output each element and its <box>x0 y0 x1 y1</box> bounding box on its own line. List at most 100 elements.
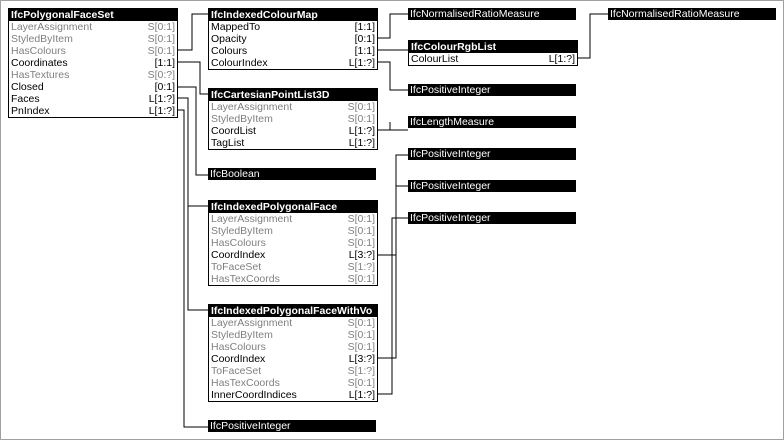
entity-title: IfcIndexedPolygonalFace <box>209 201 377 213</box>
attribute-name: HasColours <box>11 45 66 57</box>
attribute-name: CoordIndex <box>211 249 266 261</box>
attribute-name: HasTextures <box>11 69 70 81</box>
attribute-name: PnIndex <box>11 105 50 117</box>
attribute-name: Closed <box>11 81 44 93</box>
attribute-name: CoordList <box>211 125 256 137</box>
attribute-row[interactable]: HasColours S[0:1] <box>209 237 377 249</box>
attribute-name: StyledByItem <box>211 113 273 125</box>
attribute-name: InnerCoordIndices <box>211 389 297 401</box>
attribute-cardinality: S[1:?] <box>347 365 375 377</box>
attribute-cardinality: [0:1] <box>354 33 375 45</box>
attribute-row[interactable]: ColourIndex L[1:?] <box>209 57 377 69</box>
attribute-name: ToFaceSet <box>211 365 262 377</box>
type-positive-integer[interactable]: IfcPositiveInteger <box>208 420 376 432</box>
type-positive-integer[interactable]: IfcPositiveInteger <box>408 84 576 96</box>
attribute-cardinality: S[0:1] <box>147 21 175 33</box>
attribute-name: MappedTo <box>211 21 261 33</box>
attribute-name: StyledByItem <box>211 329 273 341</box>
entity-indexed-polygonal-face-with-voids[interactable]: IfcIndexedPolygonalFaceWithVo LayerAssig… <box>208 304 378 402</box>
attribute-name: Coordinates <box>11 57 68 69</box>
type-normalised-ratio-measure[interactable]: IfcNormalisedRatioMeasure <box>408 8 576 20</box>
attribute-row[interactable]: Closed[0:1] <box>9 81 177 93</box>
attribute-row[interactable]: HasTexCoords S[0:1] <box>209 377 377 389</box>
attribute-cardinality: S[0:1] <box>347 101 375 113</box>
attribute-name: HasTexCoords <box>211 377 280 389</box>
attribute-row[interactable]: LayerAssignment S[0:1] <box>209 101 377 113</box>
attribute-cardinality: L[1:?] <box>348 57 375 69</box>
attribute-row[interactable]: StyledByItem S[0:1] <box>209 329 377 341</box>
attribute-cardinality: L[1:?] <box>348 137 375 149</box>
attribute-cardinality: [1:1] <box>354 21 375 33</box>
connector-faces <box>177 97 208 311</box>
connector-colourindex <box>377 61 408 91</box>
attribute-cardinality: S[0:1] <box>347 237 375 249</box>
attribute-row[interactable]: HasColours S[0:1] <box>209 341 377 353</box>
attribute-row[interactable]: ToFaceSet S[1:?] <box>209 365 377 377</box>
attribute-row[interactable]: CoordIndex L[3:?] <box>209 353 377 365</box>
attribute-name: LayerAssignment <box>11 21 93 33</box>
connector-coordindex-voids <box>377 185 408 359</box>
attribute-name: HasColours <box>211 341 266 353</box>
attribute-row[interactable]: LayerAssignment S[0:1] <box>9 21 177 33</box>
attribute-name: CoordIndex <box>211 353 266 365</box>
attribute-row[interactable]: MappedTo [1:1] <box>209 21 377 33</box>
attribute-row[interactable]: LayerAssignment S[0:1] <box>209 317 377 329</box>
attribute-row[interactable]: Colours[1:1] <box>209 45 377 57</box>
attribute-name: ColourList <box>411 53 459 65</box>
type-positive-integer[interactable]: IfcPositiveInteger <box>408 212 576 224</box>
attribute-cardinality: S[0:1] <box>347 377 375 389</box>
type-positive-integer[interactable]: IfcPositiveInteger <box>408 180 576 192</box>
attribute-name: StyledByItem <box>211 225 273 237</box>
attribute-cardinality: S[0:1] <box>347 213 375 225</box>
attribute-name: StyledByItem <box>11 33 73 45</box>
attribute-cardinality: L[3:?] <box>348 353 375 365</box>
attribute-row[interactable]: ToFaceSet S[1:?] <box>209 261 377 273</box>
connector-hascolours <box>177 13 208 51</box>
attribute-name: Colours <box>211 45 248 57</box>
attribute-list: MappedTo [1:1] Opacity [0:1]Colours[1:1]Col… <box>209 21 377 69</box>
type-positive-integer[interactable]: IfcPositiveInteger <box>408 148 576 160</box>
type-boolean[interactable]: IfcBoolean <box>208 168 376 180</box>
attribute-name: LayerAssignment <box>211 317 293 329</box>
attribute-row[interactable]: StyledByItem S[0:1] <box>209 225 377 237</box>
attribute-name: Opacity <box>211 33 247 45</box>
entity-indexed-colour-map[interactable]: IfcIndexedColourMap MappedTo[1:1]Opacity… <box>208 8 378 70</box>
entity-title: IfcCartesianPointList3D <box>209 89 377 101</box>
connector-pnindex <box>177 109 208 428</box>
attribute-name: ColourIndex <box>211 57 268 69</box>
attribute-name: ToFaceSet <box>211 261 262 273</box>
attribute-cardinality: S[0:1] <box>347 329 375 341</box>
type-length-measure[interactable]: IfcLengthMeasure <box>408 116 576 128</box>
attribute-cardinality: S[0:1] <box>347 317 375 329</box>
connector-opacity <box>377 13 408 39</box>
connector-colourlist <box>577 13 608 59</box>
type-normalised-ratio-measure[interactable]: IfcNormalisedRatioMeasure <box>608 8 776 20</box>
attribute-cardinality: [1:1] <box>154 57 175 69</box>
entity-title: IfcIndexedPolygonalFaceWithVo <box>209 305 377 317</box>
attribute-name: LayerAssignment <box>211 101 293 113</box>
attribute-cardinality: S[0:1] <box>347 341 375 353</box>
attribute-name: HasColours <box>211 237 266 249</box>
attribute-row[interactable]: Coordinates [1:1] <box>9 57 177 69</box>
attribute-row[interactable]: Opacity [0:1] <box>209 33 377 45</box>
attribute-cardinality: S[1:?] <box>347 261 375 273</box>
attribute-cardinality: S[0:1] <box>347 225 375 237</box>
